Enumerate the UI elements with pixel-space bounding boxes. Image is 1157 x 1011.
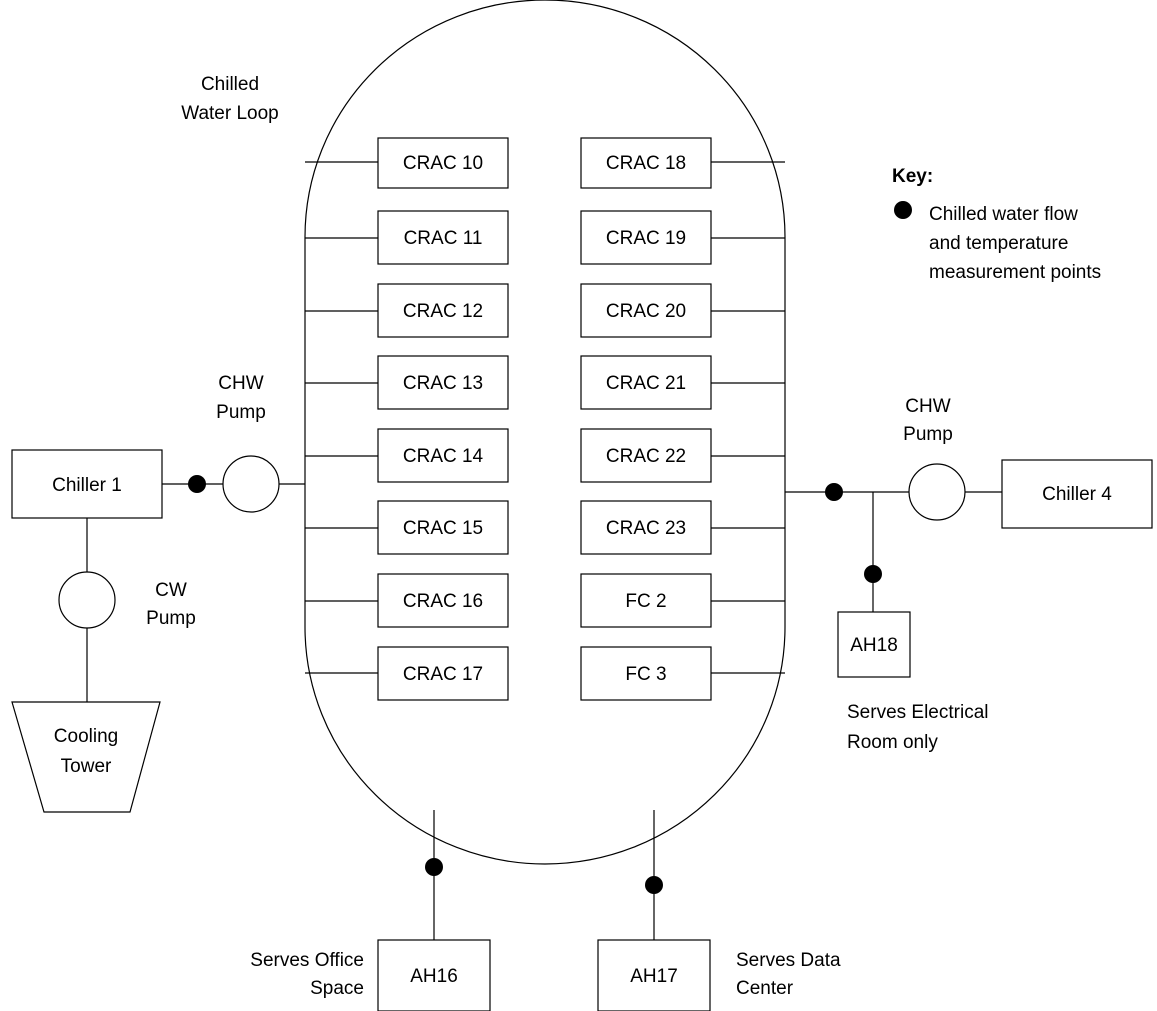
key-entry-line-2: and temperature bbox=[929, 233, 1068, 254]
chw-pump-right-label-2: Pump bbox=[903, 424, 953, 445]
crac-label: CRAC 18 bbox=[606, 153, 686, 174]
crac-box bbox=[580, 646, 712, 701]
chw-pump-left-label-1: CHW bbox=[218, 373, 263, 394]
ah17-label: AH17 bbox=[630, 966, 678, 987]
crac-label: CRAC 10 bbox=[403, 153, 483, 174]
crac-box bbox=[580, 137, 712, 189]
key-entry-line-3: measurement points bbox=[929, 262, 1101, 283]
crac-label: CRAC 22 bbox=[606, 446, 686, 467]
cw-pump-label-1: CW bbox=[155, 580, 187, 601]
cooling-tower-label-1: Cooling bbox=[54, 726, 118, 747]
crac-right-column: CRAC 18 CRAC 19 CRAC 20 CRAC 21 CRAC 22 … bbox=[580, 137, 785, 701]
ah17-box bbox=[597, 939, 711, 1011]
measurement-point bbox=[188, 475, 206, 493]
crac-label: FC 3 bbox=[625, 664, 666, 685]
crac-label: CRAC 15 bbox=[403, 518, 483, 539]
crac-box bbox=[377, 573, 509, 628]
chw-pump-left-label-2: Pump bbox=[216, 402, 266, 423]
crac-label: CRAC 17 bbox=[403, 664, 483, 685]
crac-label: CRAC 12 bbox=[403, 301, 483, 322]
crac-box bbox=[580, 283, 712, 338]
loop-label-line-1: Chilled bbox=[201, 74, 259, 95]
ah17-note-1: Serves Data bbox=[736, 950, 841, 971]
chiller-1-label: Chiller 1 bbox=[52, 475, 122, 496]
ah16-label: AH16 bbox=[410, 966, 458, 987]
crac-box bbox=[377, 283, 509, 338]
crac-box bbox=[580, 500, 712, 555]
crac-label: CRAC 20 bbox=[606, 301, 686, 322]
ah18-box bbox=[837, 611, 911, 678]
ah17-note-2: Center bbox=[736, 978, 794, 999]
crac-box bbox=[377, 428, 509, 483]
chw-pump-right bbox=[908, 463, 966, 521]
crac-box bbox=[580, 355, 712, 410]
measurement-point bbox=[864, 565, 882, 583]
key-title: Key: bbox=[892, 166, 933, 187]
crac-label: CRAC 16 bbox=[403, 591, 483, 612]
chiller-4-label: Chiller 4 bbox=[1042, 484, 1112, 505]
crac-box bbox=[580, 428, 712, 483]
chilled-water-loop bbox=[304, 0, 786, 865]
measurement-point bbox=[825, 483, 843, 501]
crac-left-column: CRAC 10 CRAC 11 CRAC 12 CRAC 13 CRAC 14 … bbox=[305, 137, 509, 701]
left-plant: Chiller 1 CHW Pump CW Pump Cooling Tower bbox=[11, 373, 305, 813]
crac-box bbox=[377, 500, 509, 555]
key-legend: Key: Chilled water flow and temperature … bbox=[892, 166, 1101, 283]
cooling-tower bbox=[11, 701, 161, 813]
chw-pump-left bbox=[222, 455, 280, 513]
crac-label: CRAC 19 bbox=[606, 228, 686, 249]
ah18-label: AH18 bbox=[850, 635, 898, 656]
crac-label: CRAC 21 bbox=[606, 373, 686, 394]
cooling-tower-label-2: Tower bbox=[61, 756, 112, 777]
right-plant: Chiller 4 CHW Pump AH18 Serves Electrica… bbox=[785, 396, 1153, 753]
crac-label: FC 2 bbox=[625, 591, 666, 612]
crac-box bbox=[580, 210, 712, 265]
crac-box bbox=[377, 137, 509, 189]
crac-box bbox=[377, 355, 509, 410]
crac-box bbox=[377, 210, 509, 265]
ah16-box bbox=[377, 939, 491, 1011]
crac-label: CRAC 14 bbox=[403, 446, 484, 467]
key-entry-line-1: Chilled water flow bbox=[929, 204, 1078, 225]
ah18-note-2: Room only bbox=[847, 732, 938, 753]
chw-pump-right-label-1: CHW bbox=[905, 396, 950, 417]
chiller-4-box bbox=[1001, 459, 1153, 529]
crac-label: CRAC 23 bbox=[606, 518, 686, 539]
crac-box bbox=[580, 573, 712, 628]
bottom-air-handlers: AH16 Serves Office Space AH17 Serves Dat… bbox=[250, 810, 841, 1011]
cw-pump-label-2: Pump bbox=[146, 608, 196, 629]
ah18-note-1: Serves Electrical bbox=[847, 702, 989, 723]
crac-label: CRAC 11 bbox=[404, 228, 483, 249]
ah16-note-1: Serves Office bbox=[250, 950, 364, 971]
key-dot-icon bbox=[894, 201, 912, 219]
loop-label-line-2: Water Loop bbox=[181, 103, 279, 124]
crac-box bbox=[377, 646, 509, 701]
ah16-note-2: Space bbox=[310, 978, 364, 999]
measurement-point bbox=[645, 876, 663, 894]
crac-label: CRAC 13 bbox=[403, 373, 483, 394]
cw-pump bbox=[58, 571, 116, 629]
measurement-point bbox=[425, 858, 443, 876]
chiller-1-box bbox=[11, 449, 163, 519]
